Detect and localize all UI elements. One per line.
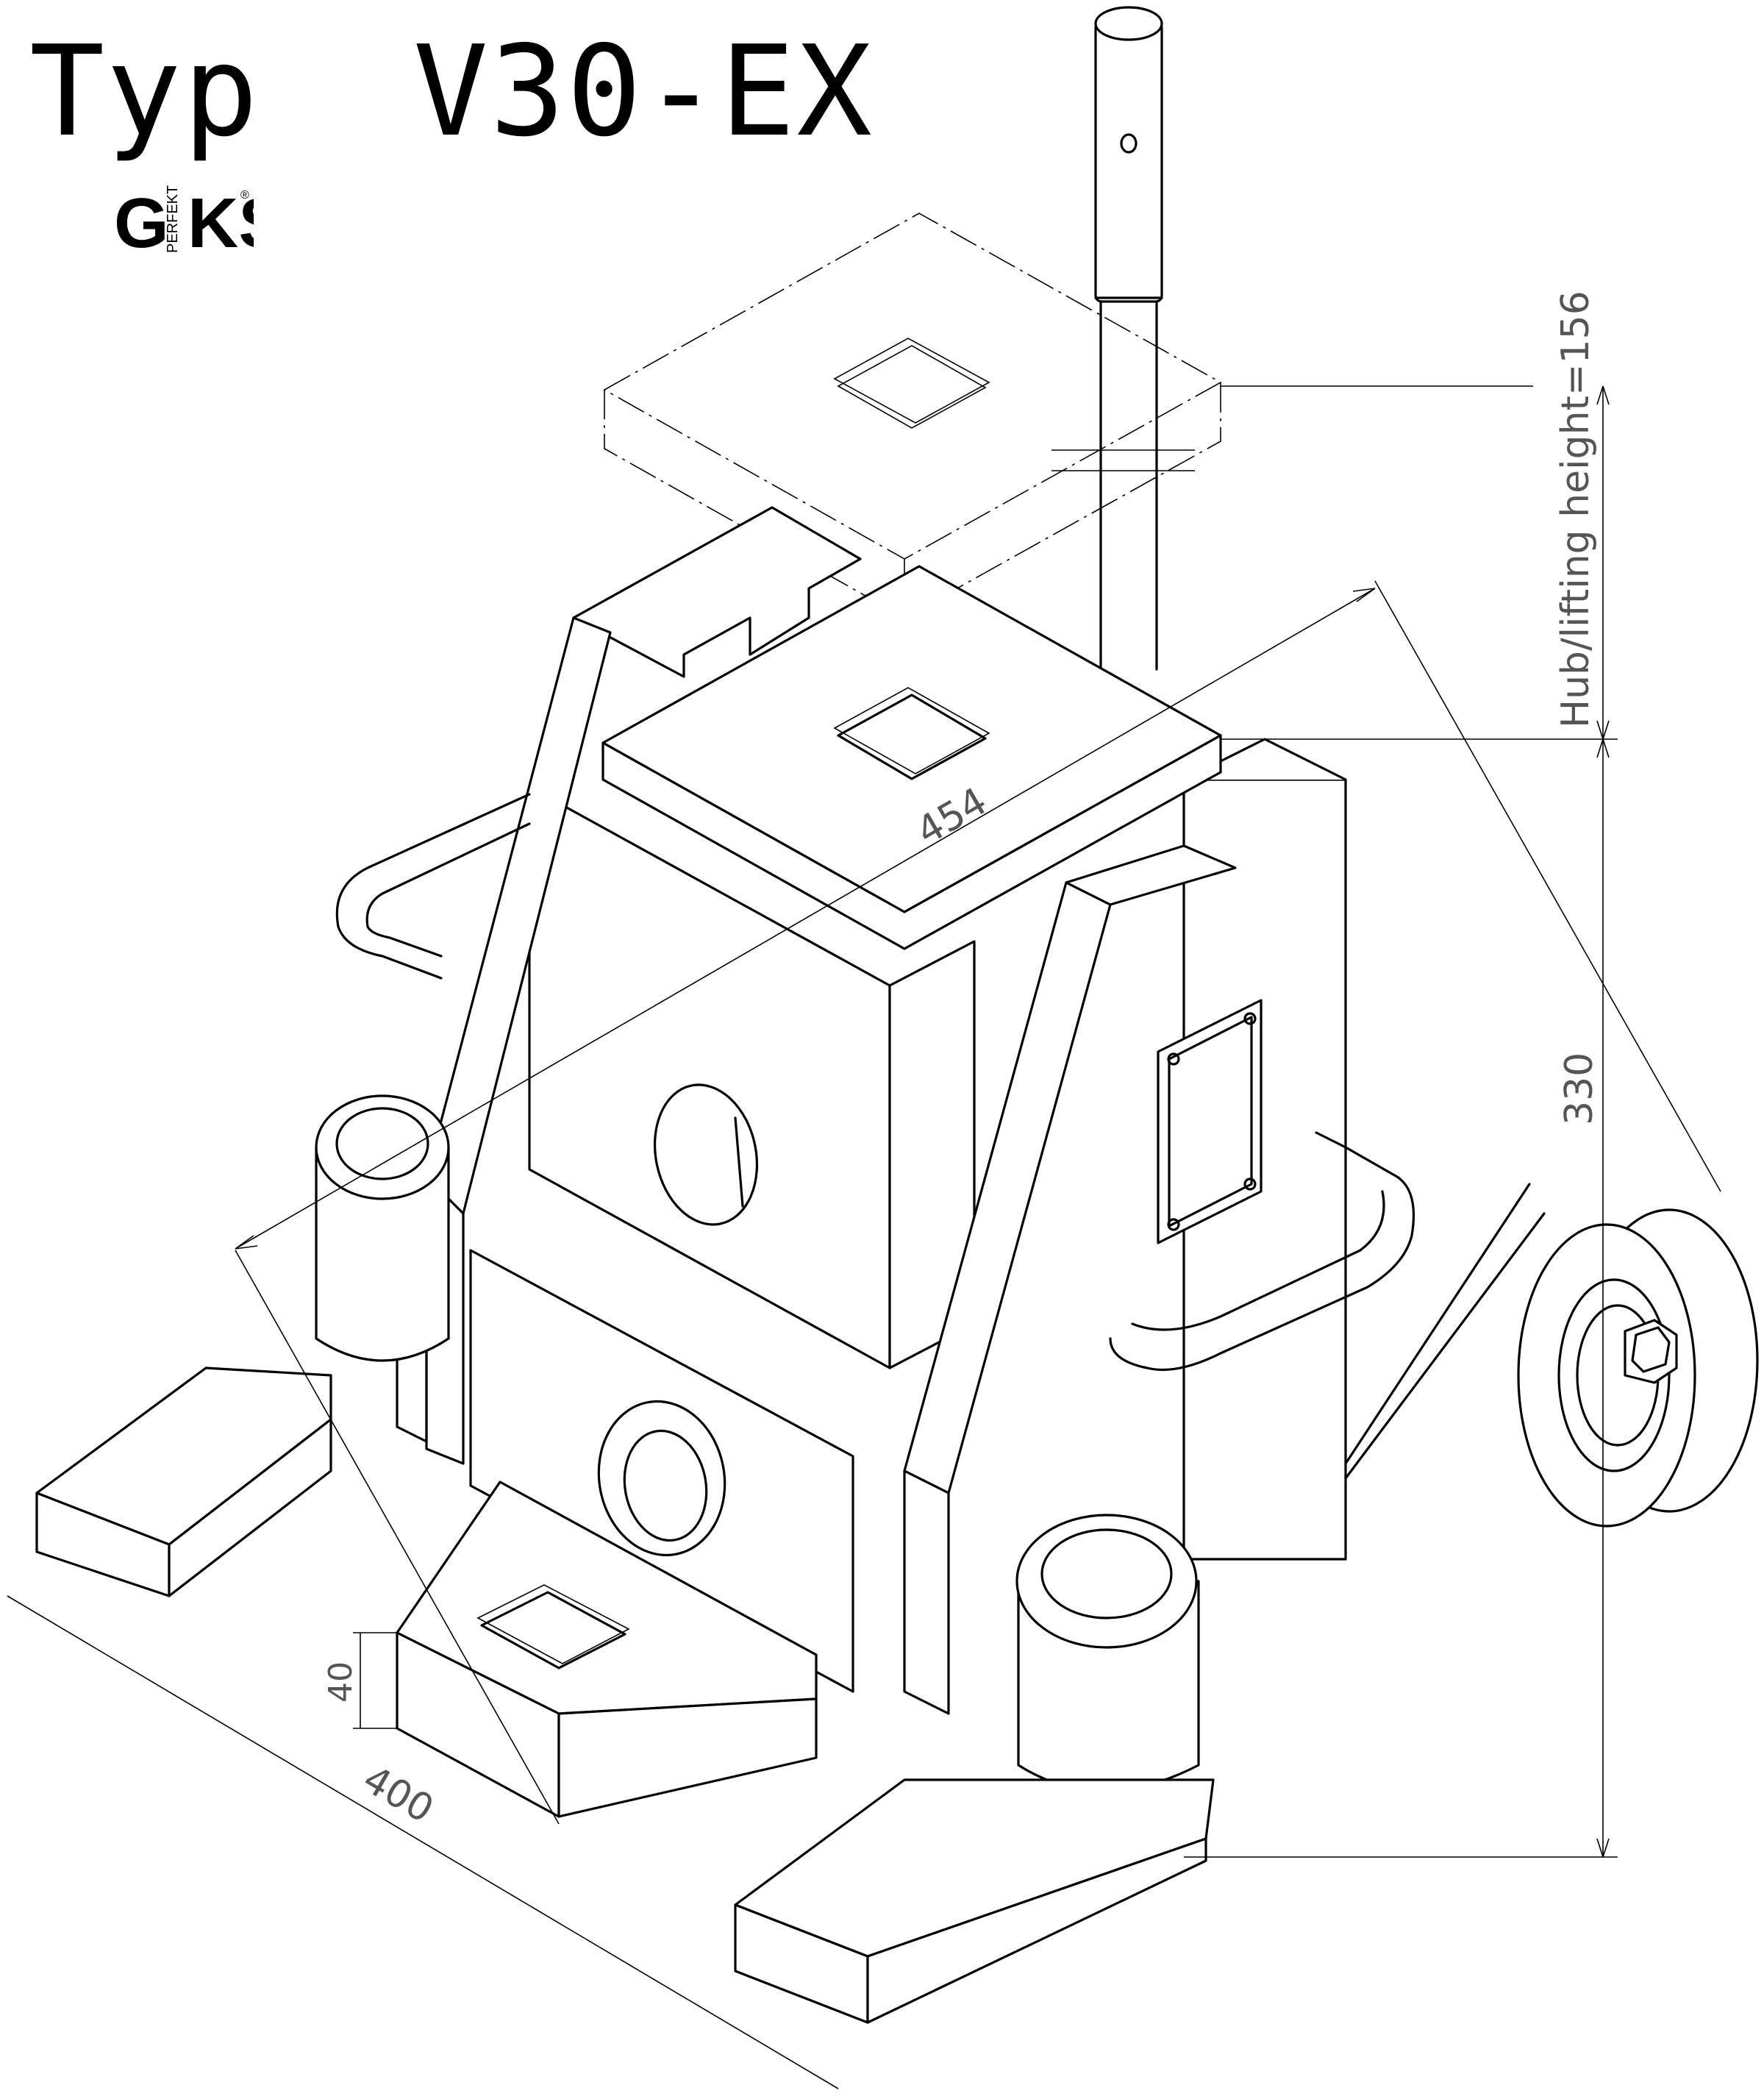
jack-body bbox=[469, 506, 1347, 1693]
right-foot bbox=[734, 1778, 1215, 2024]
logo-letter-g: G bbox=[114, 184, 169, 256]
toe-plate bbox=[396, 1480, 818, 1818]
logo-letters-ks: KS bbox=[188, 184, 254, 256]
hydraulic-cylinder-right bbox=[1015, 1514, 1200, 1792]
left-foot bbox=[35, 1366, 332, 1597]
side-handles bbox=[335, 793, 1415, 1372]
gks-perfekt-logo: G KS PERFEKT ® bbox=[114, 184, 254, 256]
drawing-title: Typ V30-EX bbox=[29, 19, 874, 165]
handle-bar bbox=[1051, 6, 1195, 671]
nameplate bbox=[1157, 999, 1263, 1244]
dim-label-40: 40 bbox=[322, 1661, 360, 1703]
dim-label-330: 330 bbox=[1557, 1052, 1601, 1125]
dimension-lifting-height: Hub/lifting height=156 bbox=[1554, 291, 1610, 740]
dimension-330: 330 bbox=[1184, 738, 1618, 1858]
dimension-40: 40 bbox=[322, 1632, 397, 1729]
hydraulic-cylinder-left bbox=[315, 1094, 450, 1362]
dim-label-lifting-height: Hub/lifting height=156 bbox=[1554, 291, 1598, 728]
logo-registered-mark: ® bbox=[240, 189, 249, 202]
right-frame-rail bbox=[903, 844, 1237, 1715]
logo-perfekt-text: PERFEKT bbox=[165, 185, 181, 253]
dim-label-400: 400 bbox=[356, 1757, 441, 1832]
transport-wheel bbox=[1344, 1183, 1759, 1528]
